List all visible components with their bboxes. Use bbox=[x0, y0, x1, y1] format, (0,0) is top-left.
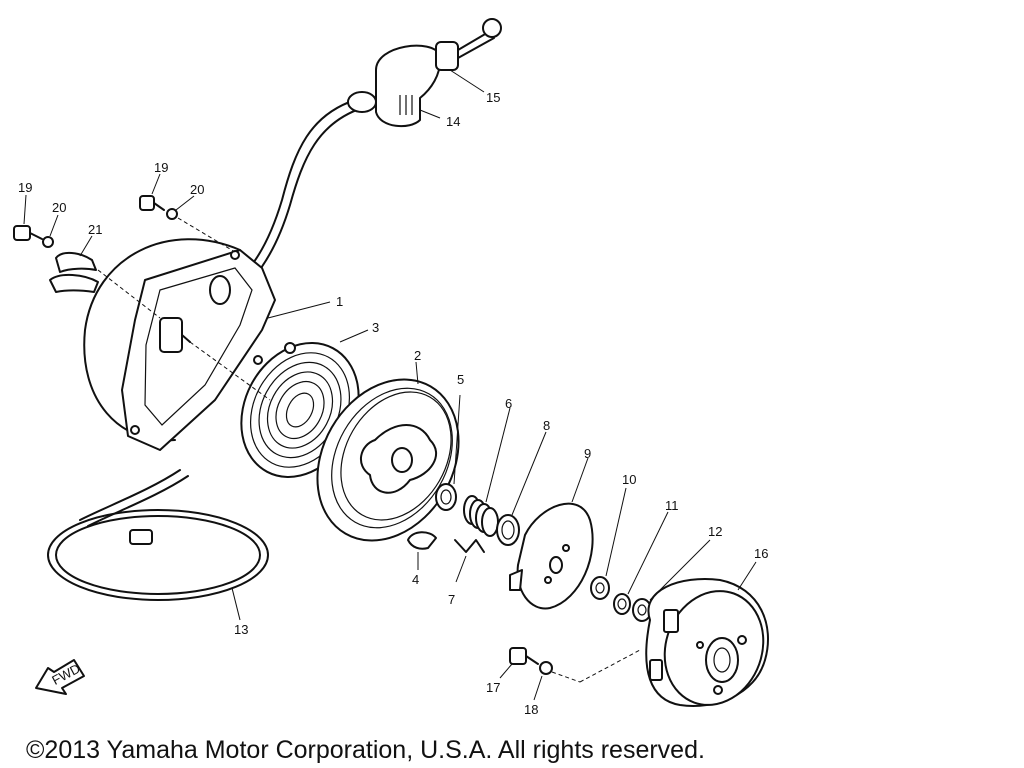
ratchet-spring bbox=[463, 495, 499, 537]
drive-plate bbox=[509, 457, 594, 610]
label-part-18: 18 bbox=[524, 702, 538, 717]
starter-cup bbox=[645, 561, 769, 707]
label-part-10: 10 bbox=[622, 472, 636, 487]
label-part-2: 2 bbox=[414, 348, 421, 363]
label-part-6: 6 bbox=[505, 396, 512, 411]
label-part-1: 1 bbox=[336, 294, 343, 309]
label-part-16: 16 bbox=[754, 546, 768, 561]
label-part-19-left: 19 bbox=[18, 180, 32, 195]
fasteners-lower bbox=[499, 647, 641, 701]
starter-pulley bbox=[316, 361, 460, 542]
label-part-9: 9 bbox=[584, 446, 591, 461]
label-part-15: 15 bbox=[486, 90, 500, 105]
label-part-3: 3 bbox=[372, 320, 379, 335]
label-part-21: 21 bbox=[88, 222, 102, 237]
label-part-17: 17 bbox=[486, 680, 500, 695]
ratchet-parts bbox=[407, 394, 547, 583]
exploded-parts-diagram: FWD 1 2 3 4 5 6 7 8 9 10 11 12 13 14 15 … bbox=[13, 18, 769, 717]
label-part-13: 13 bbox=[234, 622, 248, 637]
fwd-arrow: FWD bbox=[35, 659, 85, 695]
label-part-8: 8 bbox=[543, 418, 550, 433]
fasteners-left bbox=[13, 173, 236, 319]
label-part-7: 7 bbox=[448, 592, 455, 607]
label-part-4: 4 bbox=[412, 572, 419, 587]
label-part-5: 5 bbox=[457, 372, 464, 387]
copyright-notice: ©2013 Yamaha Motor Corporation, U.S.A. A… bbox=[26, 736, 705, 764]
handle-assembly bbox=[347, 18, 502, 128]
label-part-14: 14 bbox=[446, 114, 460, 129]
label-part-19-right: 19 bbox=[154, 160, 168, 175]
label-part-11: 11 bbox=[665, 498, 679, 513]
label-part-20-right: 20 bbox=[190, 182, 204, 197]
starter-housing bbox=[83, 238, 331, 451]
washers-nut bbox=[590, 487, 711, 622]
label-part-12: 12 bbox=[708, 524, 722, 539]
part-number-labels: 1 2 3 4 5 6 7 8 9 10 11 12 13 14 15 16 1… bbox=[18, 90, 768, 717]
label-part-20-left: 20 bbox=[52, 200, 66, 215]
